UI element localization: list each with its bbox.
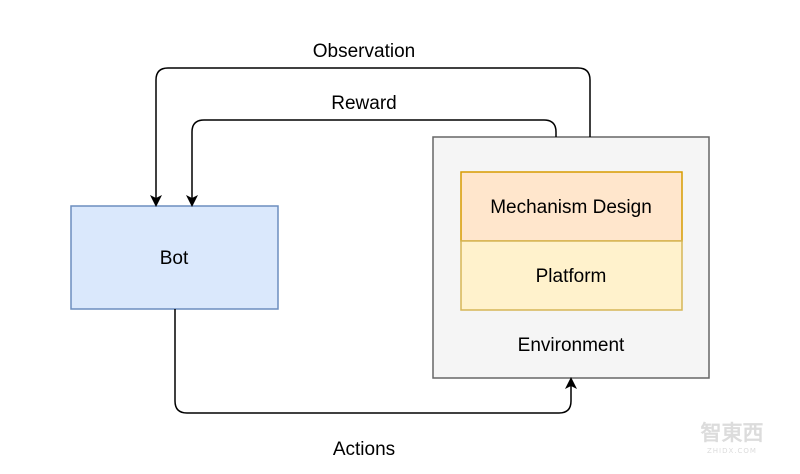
- watermark-subtext: ZHIDX.COM: [707, 447, 757, 455]
- platform-box[interactable]: [460, 240, 683, 311]
- observation-arrow: [150, 67, 591, 207]
- environment-label: Environment: [518, 335, 625, 356]
- watermark-logo-text: 智東西: [701, 421, 764, 445]
- observation-label: Observation: [313, 41, 415, 62]
- actions-label: Actions: [333, 439, 395, 460]
- mechanism-design-box[interactable]: [460, 171, 683, 242]
- bot-box[interactable]: [70, 205, 279, 310]
- bot-label: Bot: [160, 248, 189, 269]
- reward-arrow: [186, 119, 557, 207]
- mechanism-design-label: Mechanism Design: [490, 197, 652, 218]
- reward-label: Reward: [331, 93, 396, 114]
- platform-label: Platform: [536, 266, 607, 287]
- actions-arrow: [174, 309, 577, 414]
- watermark: 智東西 ZHIDX.COM: [701, 421, 764, 455]
